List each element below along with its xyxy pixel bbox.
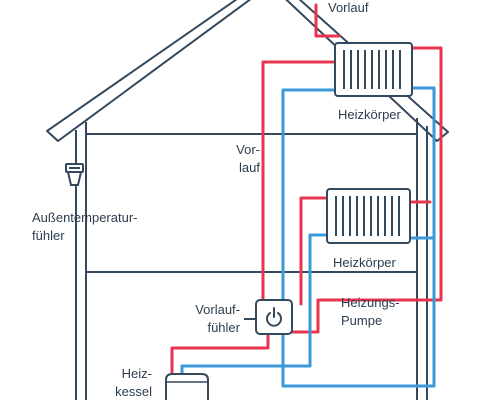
label-kessel-2: kessel — [115, 384, 152, 399]
boiler — [165, 373, 209, 400]
label-vorlauffuehler-1: Vorlauf- — [195, 302, 240, 317]
supply-return-loop-right — [334, 46, 443, 302]
supply-sensor — [244, 299, 293, 335]
label-pumpe-2: Pumpe — [341, 313, 383, 328]
supply-riser-upper — [261, 60, 335, 306]
label-radiator-upper: Heizkörper — [338, 107, 401, 122]
radiator-upper — [334, 42, 413, 97]
supply-pipes — [170, 3, 443, 374]
label-radiator-lower: Heizkörper — [333, 255, 396, 270]
radiator-lower — [326, 188, 411, 244]
power-icon — [266, 307, 282, 327]
return-riser-upper — [281, 88, 436, 388]
label-kessel-1: Heiz- — [121, 366, 152, 381]
vorlauf-pointer-pipe — [314, 3, 341, 38]
label-pumpe-1: Heizungs- — [341, 295, 400, 310]
label-vorlauf-mid-1: Vor- — [236, 142, 260, 157]
label-vorlauf-top: Vorlauf — [328, 0, 369, 15]
label-aussen-2: fühler — [32, 228, 65, 243]
outdoor-sensor — [65, 163, 84, 186]
label-vorlauf-mid-2: lauf — [239, 160, 260, 175]
supply-riser-lower — [299, 196, 327, 306]
house-structure — [75, 118, 428, 400]
return-pipes — [180, 86, 436, 388]
supply-to-boiler — [170, 330, 270, 374]
label-aussen-1: Außentemperatur- — [32, 210, 138, 225]
return-riser-lower — [180, 233, 327, 376]
label-vorlauffuehler-2: fühler — [207, 320, 240, 335]
return-right-column — [412, 86, 436, 388]
